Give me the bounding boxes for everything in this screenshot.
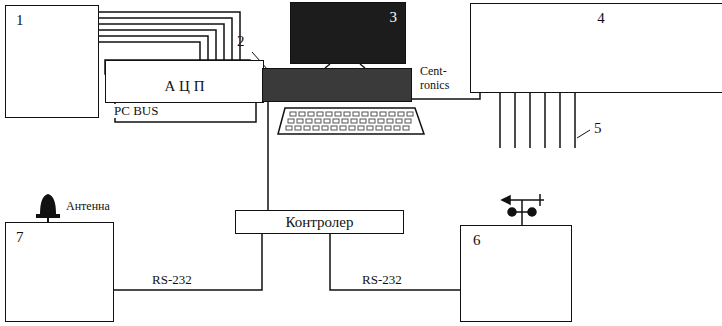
connector-line [330, 234, 460, 290]
signal-label: RS-232 [150, 273, 194, 287]
connector-line [412, 93, 480, 99]
system-unit: 2 [262, 68, 412, 102]
node-label: Контролер [236, 214, 403, 231]
block-box: 1 [5, 5, 99, 118]
antenna-label: Антенна [64, 199, 112, 213]
wind-sensor-symbol [502, 194, 544, 225]
signal-label: Cent- ronics [418, 64, 466, 92]
controller-box: Контролер [235, 210, 404, 234]
adc-box: А Ц П [105, 60, 264, 103]
weather-block: 6 [460, 225, 572, 322]
connector-line [99, 12, 240, 60]
signal-label: RS-232 [360, 273, 404, 287]
connector-line [114, 234, 262, 290]
connector-line [267, 102, 269, 210]
signal-label: PC BUS [112, 104, 160, 118]
leader-line [577, 130, 590, 138]
keyboard [278, 108, 424, 134]
output-lines [500, 93, 575, 148]
monitor-screen: 3 [290, 2, 406, 64]
callout-number: 1 [16, 12, 98, 29]
callout-number: 6 [473, 232, 571, 249]
callout-number: 3 [291, 9, 397, 26]
keyboard-keys [286, 112, 413, 130]
callout-number: 5 [592, 120, 604, 137]
radio-block: 7 [5, 222, 114, 322]
callout-number: 7 [16, 229, 113, 246]
callout-number: 4 [471, 10, 722, 27]
callout-number: 2 [237, 33, 245, 50]
callout-number: А Ц П [106, 78, 263, 95]
printer-block: 4 [470, 3, 722, 93]
antenna-symbol [36, 194, 60, 222]
